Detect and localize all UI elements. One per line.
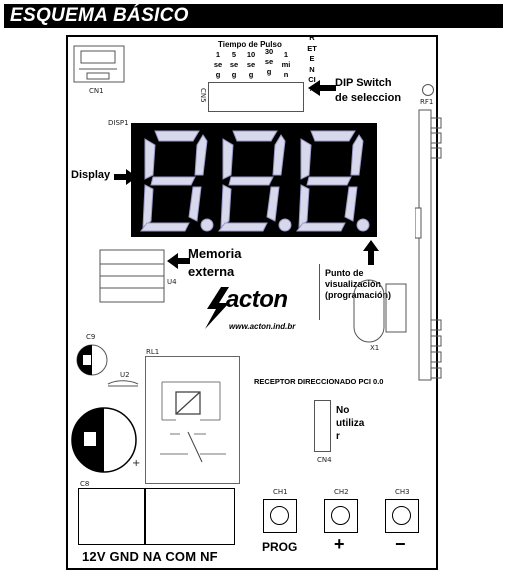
arrow-left-icon [308, 80, 336, 96]
u2-label: U2 [120, 371, 130, 379]
x1-label: X1 [370, 344, 380, 352]
u4-label: U4 [167, 278, 177, 286]
plus-button-label: + [334, 534, 345, 554]
prog-button-label: PROG [262, 540, 298, 554]
arrow-right-icon [114, 169, 137, 185]
relay-symbol [160, 381, 226, 463]
capacitor-polarity-label: + [132, 458, 140, 469]
brand-logo: acton [226, 286, 288, 313]
cn1-connector-drawing [73, 45, 125, 83]
ch2-label: CH2 [334, 488, 349, 496]
plus-button[interactable] [324, 499, 358, 533]
rf1-indicator [422, 84, 434, 96]
prog-button[interactable] [263, 499, 297, 533]
ch1-label: CH1 [273, 488, 288, 496]
rf-module [415, 109, 442, 381]
display-callout: Display [71, 169, 111, 181]
c8-label: C8 [80, 480, 90, 488]
cn4-label: CN4 [317, 456, 332, 464]
cn4-connector [314, 400, 331, 452]
relay-rl1 [145, 356, 240, 484]
divider-line [319, 264, 320, 320]
prog-button-knob [270, 506, 289, 525]
memory-chip [99, 249, 165, 303]
lightning-logo-icon [205, 287, 229, 329]
terminal-block-right [145, 488, 235, 545]
ch3-label: CH3 [395, 488, 410, 496]
disp1-label: DISP1 [108, 119, 129, 127]
section-header: ESQUEMA BÁSICO [4, 4, 503, 28]
c9-label: C9 [86, 333, 96, 341]
terminal-labels: 12V GND NA COM NF [82, 549, 218, 564]
circuit-board [66, 35, 438, 570]
rl1-label: RL1 [146, 348, 160, 356]
cn5-label: CN5 [199, 88, 207, 103]
crystal-oscillator [353, 279, 407, 343]
arrow-left-icon [167, 253, 190, 269]
terminal-block-left [78, 488, 145, 545]
display-digits [140, 130, 370, 232]
website-text: www.acton.ind.br [229, 322, 296, 331]
dip-title: Tiempo de Pulso [218, 40, 282, 49]
cn1-label: CN1 [89, 87, 104, 95]
minus-button-knob [392, 506, 411, 525]
capacitor-c8: + [71, 407, 140, 473]
section-title: ESQUEMA BÁSICO [10, 5, 189, 26]
plus-button-knob [331, 506, 350, 525]
receptor-title: RECEPTOR DIRECCIONADO PCI 0.0 [254, 377, 384, 386]
arrow-up-icon [363, 240, 379, 265]
rf1-label: RF1 [420, 98, 434, 106]
dip-switch-body [208, 82, 304, 112]
minus-button-label: − [395, 534, 406, 554]
minus-button[interactable] [385, 499, 419, 533]
cn1-connector [73, 45, 125, 85]
capacitor-c9 [76, 344, 139, 387]
